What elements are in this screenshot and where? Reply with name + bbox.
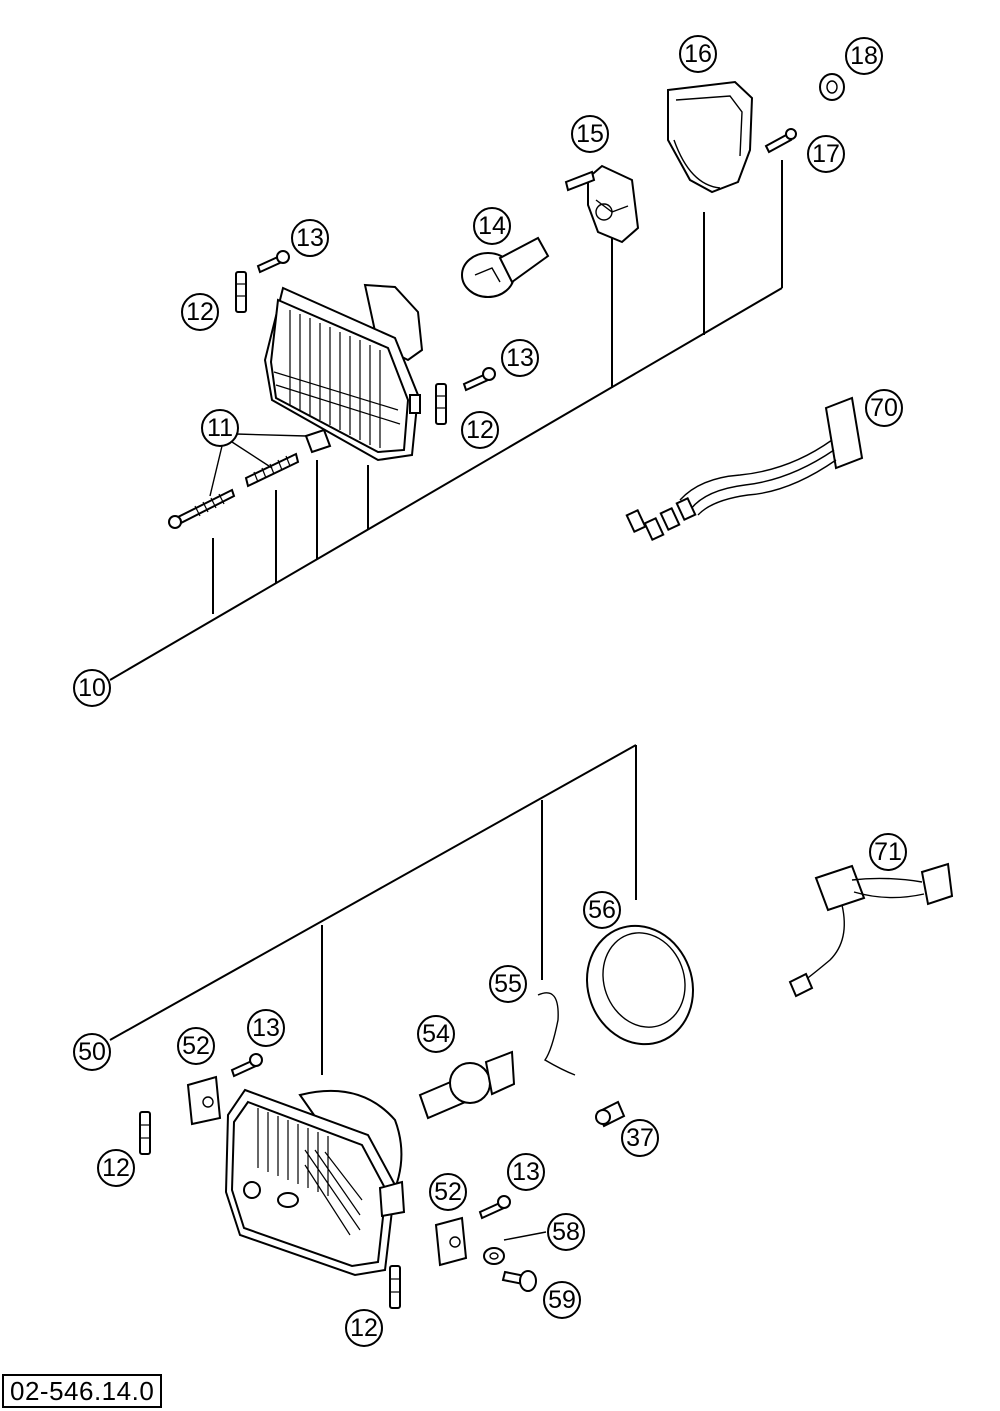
callout-50: 50	[73, 1033, 111, 1071]
callout-12-upper-right: 12	[461, 411, 499, 449]
bulb-14	[461, 236, 550, 298]
clip-12-upper-left	[235, 271, 247, 313]
svg-text:55: 55	[494, 970, 522, 998]
wiring-harness-70	[625, 396, 864, 542]
callout-10: 10	[73, 669, 111, 707]
spring-clip-55	[537, 992, 576, 1076]
svg-text:10: 10	[78, 674, 106, 702]
svg-text:14: 14	[478, 212, 506, 240]
svg-text:50: 50	[78, 1038, 106, 1066]
screw-13-upper-right	[462, 367, 496, 392]
callout-12-lower-left: 12	[97, 1149, 135, 1187]
svg-text:18: 18	[850, 42, 878, 70]
svg-text:13: 13	[506, 344, 534, 372]
clip-12-lower-right	[389, 1265, 401, 1309]
svg-text:56: 56	[588, 896, 616, 924]
washer-58	[483, 1247, 505, 1265]
callout-12-lower-right: 12	[345, 1309, 383, 1347]
bulb-54	[418, 1050, 516, 1120]
rubber-cover-16	[667, 80, 754, 194]
svg-text:52: 52	[434, 1178, 462, 1206]
callout-58: 58	[547, 1213, 585, 1251]
wiring-harness-71	[788, 862, 954, 998]
svg-text:52: 52	[182, 1032, 210, 1060]
clip-12-upper-right	[435, 383, 447, 425]
clip-12-lower-left	[139, 1111, 151, 1155]
svg-text:12: 12	[466, 416, 494, 444]
svg-text:37: 37	[626, 1124, 654, 1152]
svg-text:70: 70	[870, 394, 898, 422]
drawing-code-label: 02-546.14.0	[2, 1374, 163, 1408]
callout-14: 14	[473, 207, 511, 245]
trim-ring-56	[586, 924, 694, 1046]
callout-13-upper-right: 13	[501, 339, 539, 377]
bulb-holder-15	[564, 164, 640, 244]
adjuster-nut-11	[304, 428, 332, 454]
callout-52-left: 52	[177, 1027, 215, 1065]
callout-13-lower-left: 13	[247, 1009, 285, 1047]
screw-13-upper-left	[256, 250, 290, 274]
callout-55: 55	[489, 965, 527, 1003]
svg-text:16: 16	[684, 40, 712, 68]
callout-71: 71	[869, 833, 907, 871]
callout-16: 16	[679, 35, 717, 73]
callout-11-leaders	[209, 433, 307, 497]
headlight-rectangular-lower	[224, 1088, 406, 1277]
svg-text:54: 54	[422, 1020, 450, 1048]
callout-54: 54	[417, 1015, 455, 1053]
svg-text:13: 13	[296, 224, 324, 252]
callout-13-upper-left: 13	[291, 219, 329, 257]
callout-12-upper-left: 12	[181, 293, 219, 331]
svg-text:12: 12	[350, 1314, 378, 1342]
svg-text:58: 58	[552, 1218, 580, 1246]
bracket-52-right	[434, 1216, 468, 1267]
callout-17: 17	[807, 135, 845, 173]
screw-13-lower-right	[478, 1195, 511, 1220]
bulb-37	[595, 1100, 626, 1128]
callout-70: 70	[865, 389, 903, 427]
callout-11: 11	[201, 409, 239, 447]
svg-text:15: 15	[576, 120, 604, 148]
svg-text:12: 12	[102, 1154, 130, 1182]
callout-37: 37	[621, 1119, 659, 1157]
callout-15: 15	[571, 115, 609, 153]
callout-18: 18	[845, 37, 883, 75]
assembly-50-leader-lines	[109, 744, 637, 1241]
svg-text:12: 12	[186, 298, 214, 326]
svg-text:13: 13	[512, 1158, 540, 1186]
headlight-rectangular-upper	[263, 283, 424, 462]
svg-text:11: 11	[207, 414, 233, 442]
svg-text:71: 71	[874, 838, 902, 866]
assembly-10-leader-lines	[109, 160, 783, 681]
bolt-59	[501, 1270, 537, 1292]
screw-13-lower-left	[230, 1053, 263, 1078]
callout-59: 59	[543, 1281, 581, 1319]
callout-56: 56	[583, 891, 621, 929]
grommet-18	[819, 73, 845, 101]
svg-text:59: 59	[548, 1286, 576, 1314]
bracket-52-left	[186, 1075, 222, 1126]
svg-text:13: 13	[252, 1014, 280, 1042]
screw-17	[764, 128, 797, 154]
adjuster-spring-11	[244, 452, 300, 488]
callout-52-right: 52	[429, 1173, 467, 1211]
callout-13-lower-right: 13	[507, 1153, 545, 1191]
svg-text:17: 17	[812, 140, 840, 168]
adjuster-screw-11	[168, 488, 236, 529]
